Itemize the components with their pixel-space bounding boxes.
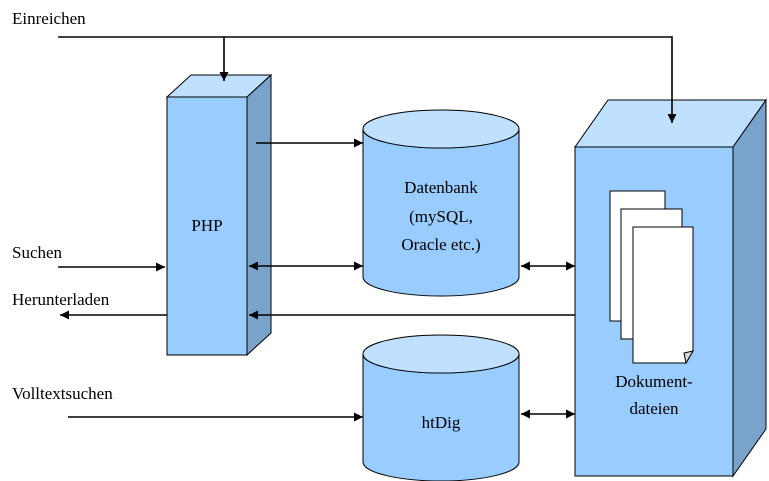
php-box-side [246, 73, 272, 357]
document-stack-icon [609, 190, 695, 365]
documents-box: Dokument- dateien [574, 98, 767, 478]
document-page-fold [683, 350, 695, 365]
php-label: PHP [191, 216, 222, 235]
php-box: PHP [165, 73, 273, 357]
htdig-cylinder: htDig [362, 334, 520, 481]
documents-label-line-1: Dokument- [615, 372, 693, 391]
database-label-line-2: (mySQL, [409, 207, 473, 226]
submit-line [58, 36, 677, 123]
documents-label-line-2: dateien [629, 399, 679, 418]
database-label-line-1: Datenbank [404, 178, 478, 197]
documents-box-side [732, 98, 767, 478]
database-cylinder-top [362, 109, 520, 149]
download-label: Herunterladen [12, 290, 110, 309]
htdig-cylinder-top [362, 334, 520, 374]
htdig-label: htDig [422, 413, 461, 432]
fulltext-search-label: Volltextsuchen [12, 384, 113, 403]
submit-label: Einreichen [12, 9, 86, 28]
document-page-3 [632, 226, 694, 364]
database-cylinder: Datenbank (mySQL, Oracle etc.) [362, 109, 520, 297]
php-box-front [166, 96, 248, 356]
database-label-line-3: Oracle etc.) [401, 235, 480, 254]
search-label: Suchen [12, 243, 63, 262]
